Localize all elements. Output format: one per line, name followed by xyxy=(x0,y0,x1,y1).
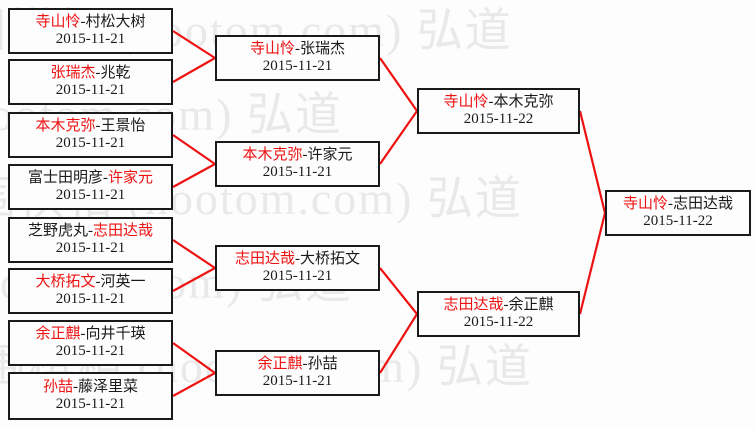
connector-r1m1-to-r2m1 xyxy=(172,30,216,59)
match-pairing-r1m2: 张瑞杰-兆乾 xyxy=(50,65,131,82)
connector-r1m4-to-r2m2 xyxy=(172,163,216,188)
match-winner-r1m7: 余正麒 xyxy=(35,326,81,343)
match-date-sf1: 2015-11-22 xyxy=(463,111,534,127)
match-winner-r1m2: 张瑞杰 xyxy=(50,65,96,82)
match-loser-r2m4: 孙喆 xyxy=(307,356,338,373)
match-winner-r1m1: 寺山怜 xyxy=(35,14,81,31)
match-date-f1: 2015-11-22 xyxy=(643,213,713,229)
connector-r1m5-to-r2m3 xyxy=(172,239,216,269)
connector-sf2-to-f1 xyxy=(578,212,607,315)
match-winner-r2m3: 志田达哉 xyxy=(234,251,295,268)
match-date-r1m1: 2015-11-21 xyxy=(55,31,126,47)
match-pairing-r1m4: 富士田明彦-许家元 xyxy=(27,170,154,187)
match-pairing-r2m3: 志田达哉-大桥拓文 xyxy=(234,251,361,268)
match-loser-r1m1: 村松大树 xyxy=(85,14,146,31)
match-date-r1m4: 2015-11-21 xyxy=(55,187,126,203)
connector-r1m6-to-r2m3 xyxy=(172,267,216,292)
match-loser-f1: 志田达哉 xyxy=(673,196,734,213)
match-winner-r1m5: 志田达哉 xyxy=(93,223,154,240)
connector-r2m1-to-sf1 xyxy=(379,57,418,112)
connector-r2m2-to-sf1 xyxy=(379,110,418,165)
match-winner-r1m3: 本木克弥 xyxy=(35,118,96,135)
connector-sf1-to-f1 xyxy=(578,110,607,214)
match-loser-r1m6: 河英一 xyxy=(100,274,146,291)
match-loser-r1m8: 藤泽里菜 xyxy=(78,379,139,396)
match-loser-r1m2: 兆乾 xyxy=(100,65,131,82)
match-loser-r1m4: 富士田明彦 xyxy=(27,170,103,187)
match-date-r1m8: 2015-11-21 xyxy=(55,396,126,412)
match-winner-sf2: 志田达哉 xyxy=(443,297,504,314)
match-loser-r2m2: 许家元 xyxy=(307,147,353,164)
match-pairing-sf1: 寺山怜-本木克弥 xyxy=(443,94,554,111)
match-winner-f1: 寺山怜 xyxy=(622,196,668,213)
match-pairing-r2m2: 本木克弥-许家元 xyxy=(242,147,353,164)
connector-r1m2-to-r2m1 xyxy=(172,57,216,83)
match-winner-r2m1: 寺山怜 xyxy=(249,41,295,58)
match-pairing-f1: 寺山怜-志田达哉 xyxy=(622,196,734,213)
match-winner-r1m8: 孙喆 xyxy=(42,379,73,396)
match-date-r1m3: 2015-11-21 xyxy=(55,135,126,151)
match-winner-r2m2: 本木克弥 xyxy=(242,147,303,164)
match-pairing-r2m4: 余正麒-孙喆 xyxy=(257,356,338,373)
connector-r1m8-to-r2m4 xyxy=(172,372,216,397)
match-winner-sf1: 寺山怜 xyxy=(443,94,489,111)
match-loser-r1m5: 芝野虎丸 xyxy=(27,223,88,240)
connector-r1m3-to-r2m2 xyxy=(172,134,216,165)
connector-r2m4-to-sf2 xyxy=(379,313,418,374)
match-loser-r2m3: 大桥拓文 xyxy=(300,251,361,268)
match-pairing-r1m7: 余正麒-向井千瑛 xyxy=(35,326,146,343)
match-pairing-r1m8: 孙喆-藤泽里菜 xyxy=(42,379,139,396)
match-date-r1m2: 2015-11-21 xyxy=(55,82,126,98)
match-date-sf2: 2015-11-22 xyxy=(463,314,534,330)
match-winner-r2m4: 余正麒 xyxy=(257,356,303,373)
match-winner-r1m4: 许家元 xyxy=(108,170,154,187)
match-pairing-r2m1: 寺山怜-张瑞杰 xyxy=(249,41,346,58)
match-loser-r2m1: 张瑞杰 xyxy=(300,41,346,58)
match-pairing-r1m6: 大桥拓文-河英一 xyxy=(35,274,146,291)
match-pairing-r1m5: 芝野虎丸-志田达哉 xyxy=(27,223,154,240)
match-pairing-sf2: 志田达哉-余正麒 xyxy=(443,297,554,314)
match-loser-r1m3: 王景怡 xyxy=(100,118,146,135)
match-date-r2m1: 2015-11-21 xyxy=(262,58,333,74)
match-loser-r1m7: 向井千瑛 xyxy=(85,326,146,343)
match-date-r1m5: 2015-11-21 xyxy=(55,240,126,256)
match-date-r1m6: 2015-11-21 xyxy=(55,291,126,307)
match-pairing-r1m1: 寺山怜-村松大树 xyxy=(35,14,146,31)
match-date-r2m2: 2015-11-21 xyxy=(262,164,333,180)
connector-r2m3-to-sf2 xyxy=(379,267,418,315)
match-pairing-r1m3: 本木克弥-王景怡 xyxy=(35,118,146,135)
match-loser-sf2: 余正麒 xyxy=(508,297,554,314)
match-date-r2m3: 2015-11-21 xyxy=(262,268,333,284)
match-date-r2m4: 2015-11-21 xyxy=(262,373,333,389)
match-date-r1m7: 2015-11-21 xyxy=(55,343,126,359)
match-winner-r1m6: 大桥拓文 xyxy=(35,274,96,291)
match-loser-sf1: 本木克弥 xyxy=(493,94,554,111)
connector-r1m7-to-r2m4 xyxy=(172,342,216,374)
